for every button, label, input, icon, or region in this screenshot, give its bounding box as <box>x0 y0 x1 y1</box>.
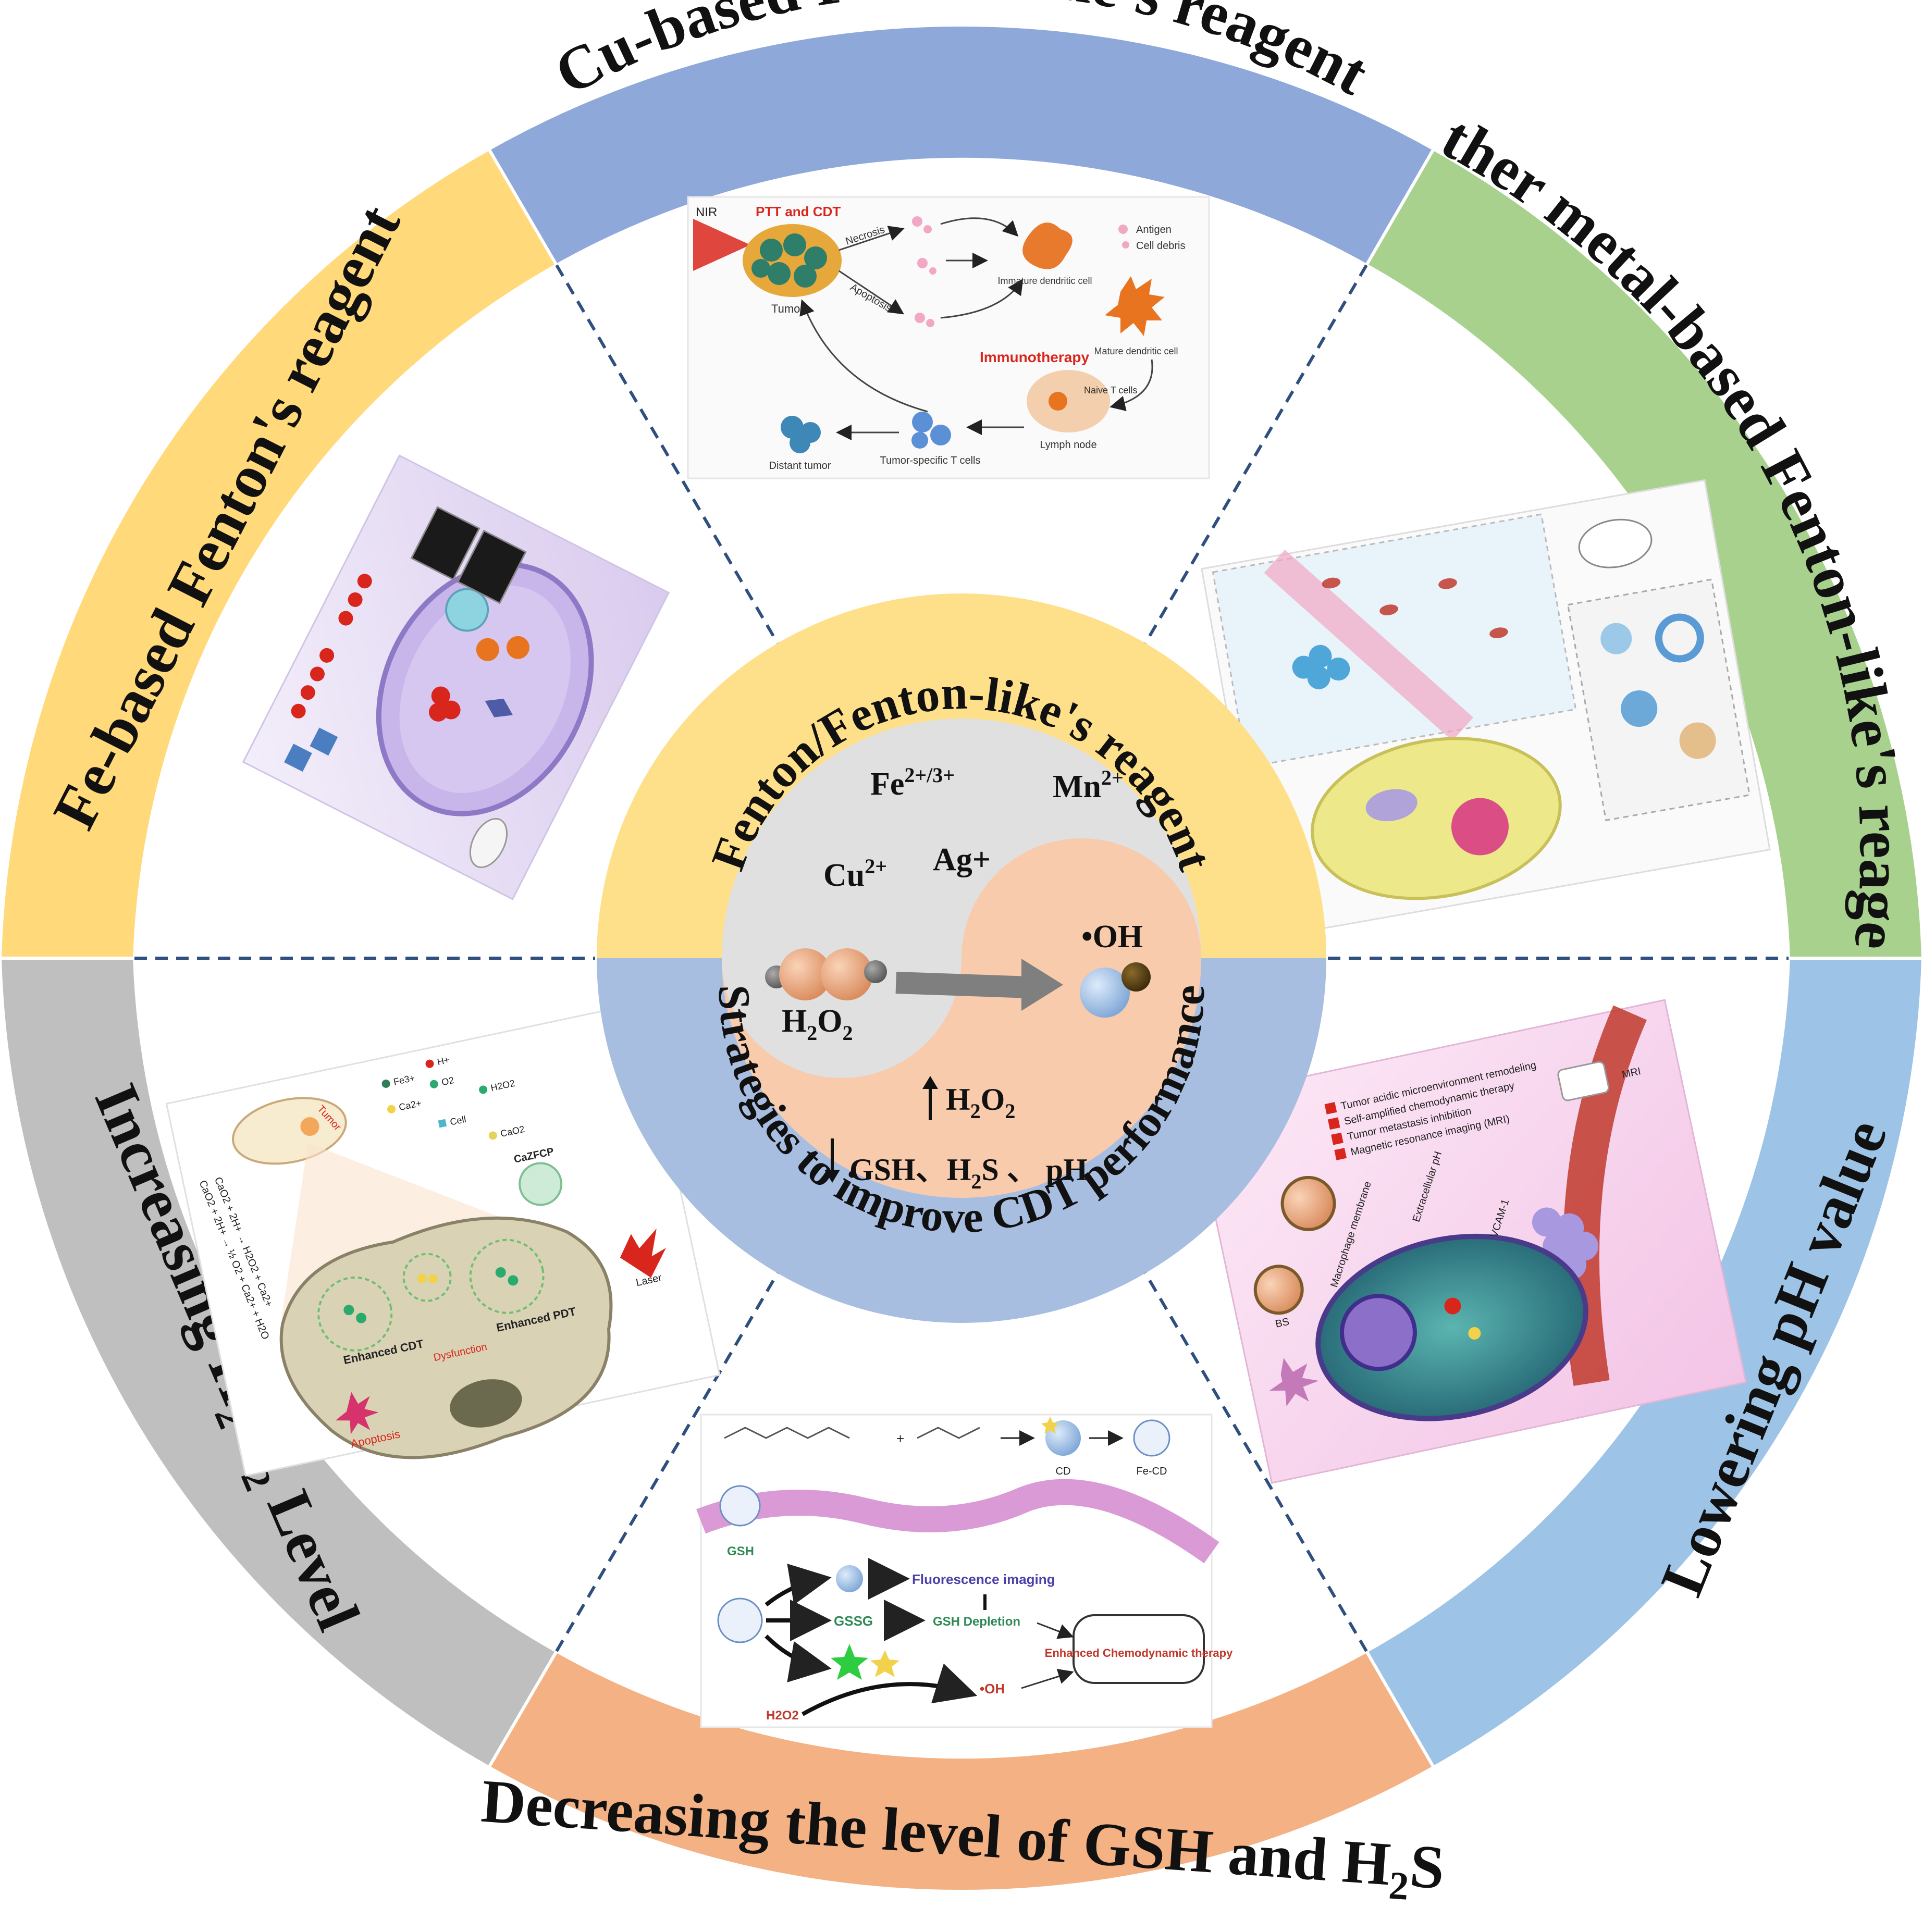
oh-radical-icon <box>1080 962 1151 1018</box>
fluorescence-imaging-label: Fluorescence imaging <box>912 1571 1055 1587</box>
tumor-cluster-icon <box>743 224 842 297</box>
immature-dendritic-cell-icon <box>1022 222 1073 269</box>
tumor-specific-t-cells-icon <box>911 412 951 449</box>
divider-line <box>1143 264 1368 645</box>
svg-text:O2: O2 <box>440 1075 455 1088</box>
tumor-cell-icon <box>279 1216 613 1459</box>
divider-line <box>1143 1271 1368 1652</box>
green-star-icon <box>831 1644 868 1680</box>
lymph-node-label: Lymph node <box>1040 439 1096 451</box>
gssg-label: GSSG <box>834 1613 873 1629</box>
decrease-gsh-h2s-ph-label: GSH、H2S 、 pH <box>849 1153 1088 1193</box>
immunotherapy-label: Immunotherapy <box>980 349 1089 365</box>
mn-ion-label: Mn2+ <box>1053 766 1124 804</box>
h2o2-molecule-icon <box>765 948 887 1000</box>
fe-ion-label: Fe2+/3+ <box>870 763 955 802</box>
reaction-arrow-icon <box>895 959 1063 1011</box>
cell-icon <box>1311 737 1562 900</box>
center-ions: Fe2+/3+ Mn2+ Cu2+ Ag+ •OH H2O2 H2O2 GSH、… <box>782 763 1143 1193</box>
dashed-dividers <box>134 264 1789 1652</box>
fe-cd-label: Fe-CD <box>1137 1466 1167 1477</box>
enhanced-cdt-box <box>1073 1614 1205 1684</box>
tumor-specific-label: Tumor-specific T cells <box>880 455 980 466</box>
cell-membrane-icon <box>696 1479 1219 1564</box>
gsh-label: GSH <box>727 1544 754 1558</box>
gsh-depletion-label: GSH Depletion <box>933 1615 1020 1629</box>
distant-tumor-icon <box>781 416 821 453</box>
mri-scanner-icon <box>1557 1061 1610 1101</box>
oh-radical-label: •OH <box>1081 919 1143 955</box>
h2o2-label: H2O2 <box>766 1708 799 1723</box>
cell-debris-icon <box>912 216 936 327</box>
divider-line <box>555 1271 780 1652</box>
mature-dc-label: Mature dendritic cell <box>1094 346 1178 356</box>
nanoparticle-aggregate-icon <box>1532 1207 1599 1280</box>
laser-icon <box>620 1229 666 1278</box>
increase-h2o2-label: H2O2 <box>946 1082 1015 1123</box>
nanoparticle-cluster-icon <box>1292 645 1350 689</box>
panel-gsh-depletion: + CD Fe-CD GSH Fluorescence imaging GSSG… <box>696 1414 1233 1728</box>
distant-tumor-label: Distant tumor <box>769 460 831 472</box>
ag-ion-label: Ag+ <box>933 842 991 877</box>
antigen-label: Antigen <box>1136 224 1172 236</box>
segment-fe-based <box>0 146 559 960</box>
oh-radical-label: •OH <box>980 1681 1005 1696</box>
svg-text:H+: H+ <box>436 1055 450 1067</box>
mature-dendritic-cell-icon <box>1105 276 1165 336</box>
panel-lowering-ph: Tumor acidic microenvironment remodeling… <box>1189 999 1747 1484</box>
nir-label: NIR <box>696 205 717 219</box>
divider-line <box>555 264 780 645</box>
tumor-cell-icon <box>1315 1233 1588 1421</box>
svg-text:+: + <box>896 1431 904 1446</box>
panel-cu-immunotherapy: NIR PTT and CDT Tumor Necrosis Apoptosis… <box>687 196 1210 479</box>
fe-cd-intracellular-icon <box>717 1597 763 1643</box>
ptt-cdt-label: PTT and CDT <box>756 204 841 219</box>
mouse-icon <box>1578 518 1653 568</box>
bs-label: BS <box>1274 1316 1290 1330</box>
immature-dc-label: Immature dendritic cell <box>997 276 1092 286</box>
h2o2-legend: Fe3+ H+ O2 Ca2+ H2O2 Cell CaO2 <box>381 1055 526 1140</box>
center-arrows <box>824 1076 938 1183</box>
red-blood-cells-icon <box>1322 577 1508 638</box>
antigen-icon <box>1118 225 1129 249</box>
panel-other-metal <box>1201 479 1771 939</box>
core-peach-lobe <box>962 838 1201 1078</box>
panel-h2o2-caZFCP: Tumor Enhanced CDT Enhanced PDT Dysfunct… <box>165 1002 721 1477</box>
panel-fe-nanoprobe <box>242 454 670 900</box>
mitochondria-icon <box>450 1379 522 1428</box>
yellow-star-icon <box>870 1650 899 1677</box>
lymph-node-icon <box>1027 370 1110 432</box>
apoptosis-burst-icon <box>335 1392 379 1434</box>
cu-ion-label: Cu2+ <box>823 854 887 893</box>
macrophage-icon <box>1269 1358 1319 1407</box>
naive-t-cells-label: Naive T cells <box>1084 385 1137 395</box>
enhanced-cdt-label: Enhanced Chemodynamic therapy <box>1045 1646 1233 1659</box>
nanoprobe-chain-icon <box>291 574 372 719</box>
cd-label: CD <box>1056 1466 1071 1477</box>
fe-cd-icon <box>1133 1419 1170 1457</box>
nir-beam-icon <box>693 219 750 271</box>
nanoparticle-icon <box>1280 1175 1336 1231</box>
h2o2-molecule-label: H2O2 <box>782 1004 853 1045</box>
cell-debris-label: Cell debris <box>1136 240 1185 252</box>
tumor-label: Tumor <box>771 302 804 315</box>
nanoparticle-icon <box>519 1162 563 1206</box>
